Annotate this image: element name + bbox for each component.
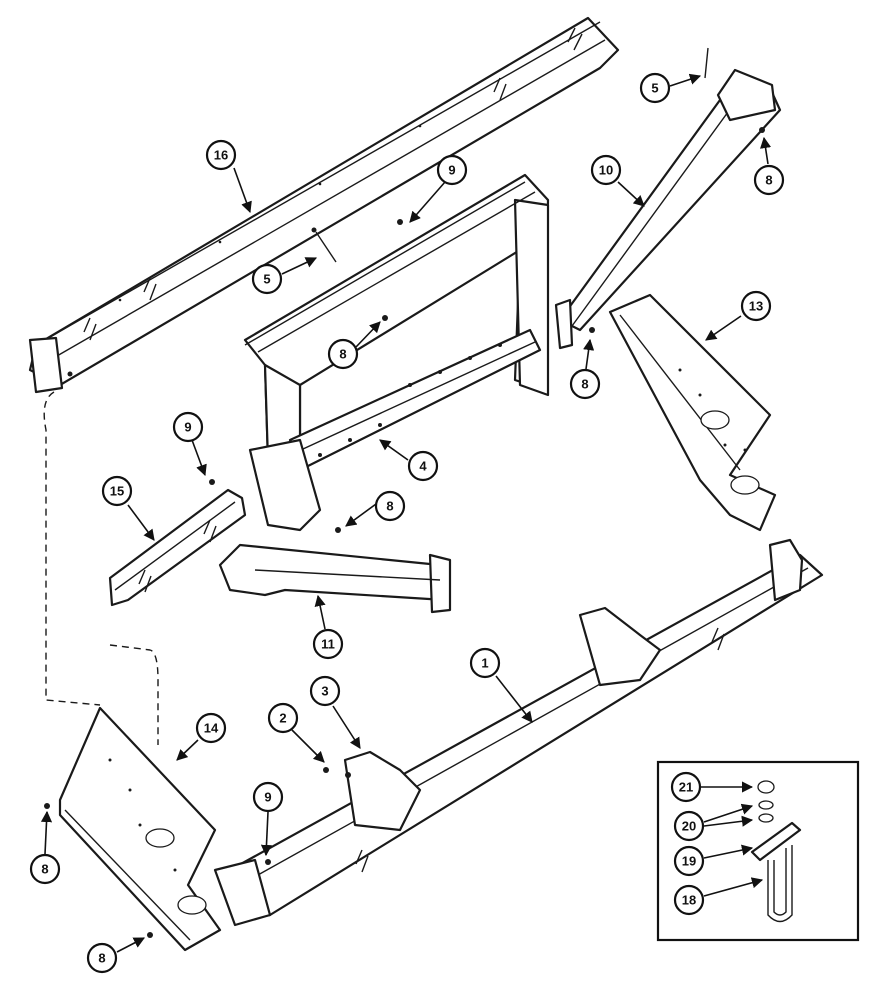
callout-1: 1 [469, 647, 501, 679]
diagonal-brace-10 [554, 47, 782, 350]
svg-text:19: 19 [682, 854, 696, 869]
upper-beam-16 [28, 16, 620, 394]
svg-text:3: 3 [321, 684, 328, 699]
callout-8-bottom: 8 [86, 942, 118, 974]
channel-15 [108, 479, 247, 607]
callout-2: 2 [267, 702, 299, 734]
svg-text:8: 8 [581, 377, 588, 392]
callout-15: 15 [101, 475, 133, 507]
bracket-11 [218, 543, 452, 614]
callout-18: 18 [673, 884, 705, 916]
svg-text:8: 8 [339, 347, 346, 362]
svg-text:9: 9 [448, 163, 455, 178]
callout-4: 4 [407, 450, 439, 482]
callout-9-top: 9 [436, 154, 468, 186]
center-frame-4 [243, 173, 550, 532]
callout-8-bottom-left: 8 [29, 853, 61, 885]
callout-5-top: 5 [639, 72, 671, 104]
callout-16: 16 [205, 139, 237, 171]
svg-text:11: 11 [321, 637, 335, 652]
svg-text:15: 15 [110, 484, 124, 499]
svg-text:14: 14 [204, 721, 219, 736]
callout-8-frame-base: 8 [374, 490, 406, 522]
svg-text:20: 20 [682, 819, 696, 834]
svg-text:16: 16 [214, 148, 228, 163]
dashed-relation-line [43, 391, 159, 745]
callout-20: 20 [673, 810, 705, 842]
svg-text:8: 8 [386, 499, 393, 514]
callout-13: 13 [740, 290, 772, 322]
svg-text:5: 5 [651, 81, 658, 96]
svg-text:5: 5 [263, 272, 270, 287]
svg-text:1: 1 [481, 656, 488, 671]
callout-9-left: 9 [172, 411, 204, 443]
callout-9-bottom: 9 [252, 781, 284, 813]
callout-3: 3 [309, 675, 341, 707]
callout-8-top-right: 8 [753, 164, 785, 196]
main-beam-1 [213, 538, 824, 927]
callout-19: 19 [673, 845, 705, 877]
callout-8-right-mid: 8 [569, 368, 601, 400]
leader-lines [40, 73, 772, 953]
svg-text:8: 8 [765, 173, 772, 188]
svg-text:8: 8 [41, 862, 48, 877]
callout-21: 21 [670, 771, 702, 803]
svg-text:13: 13 [749, 299, 763, 314]
callout-8-center: 8 [327, 338, 359, 370]
callout-5-mid: 5 [251, 263, 283, 295]
svg-text:8: 8 [98, 951, 105, 966]
svg-text:21: 21 [679, 780, 693, 795]
hardware-dots [311, 127, 765, 533]
svg-text:9: 9 [184, 420, 191, 435]
svg-text:4: 4 [419, 459, 427, 474]
callout-10: 10 [590, 154, 622, 186]
plate-14 [44, 706, 222, 952]
svg-text:18: 18 [682, 893, 696, 908]
svg-text:9: 9 [264, 790, 271, 805]
svg-text:2: 2 [279, 711, 286, 726]
callout-11: 11 [312, 628, 344, 660]
svg-text:10: 10 [599, 163, 613, 178]
callout-14: 14 [195, 712, 227, 744]
plate-13 [608, 293, 777, 532]
